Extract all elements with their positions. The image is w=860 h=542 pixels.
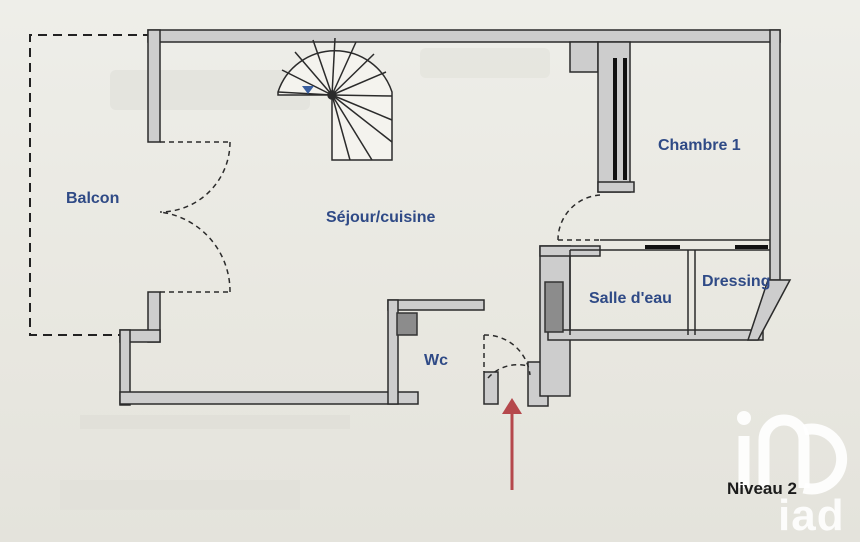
room-label-chambre-1: Chambre 1	[658, 137, 741, 154]
iad-logo-mark-icon	[738, 414, 848, 495]
iad-logo-dot-icon	[737, 411, 751, 425]
room-label-wc: Wc	[424, 352, 448, 369]
doors	[159, 141, 601, 379]
room-label-salle-eau: Salle d'eau	[589, 290, 672, 307]
thresholds	[613, 58, 768, 249]
entrance-arrow-icon	[502, 398, 522, 490]
room-label-dressing: Dressing	[702, 273, 771, 290]
level-label: Niveau 2	[727, 479, 797, 498]
spiral-staircase	[277, 37, 393, 161]
balcony-outline	[29, 34, 152, 336]
background-artifacts	[60, 48, 550, 510]
partitions	[569, 239, 770, 335]
room-label-balcon: Balcon	[66, 190, 120, 207]
iad-logo-text: iad	[778, 491, 845, 540]
room-label-sejour-cuisine: Séjour/cuisine	[326, 209, 436, 226]
ducts	[396, 281, 564, 336]
